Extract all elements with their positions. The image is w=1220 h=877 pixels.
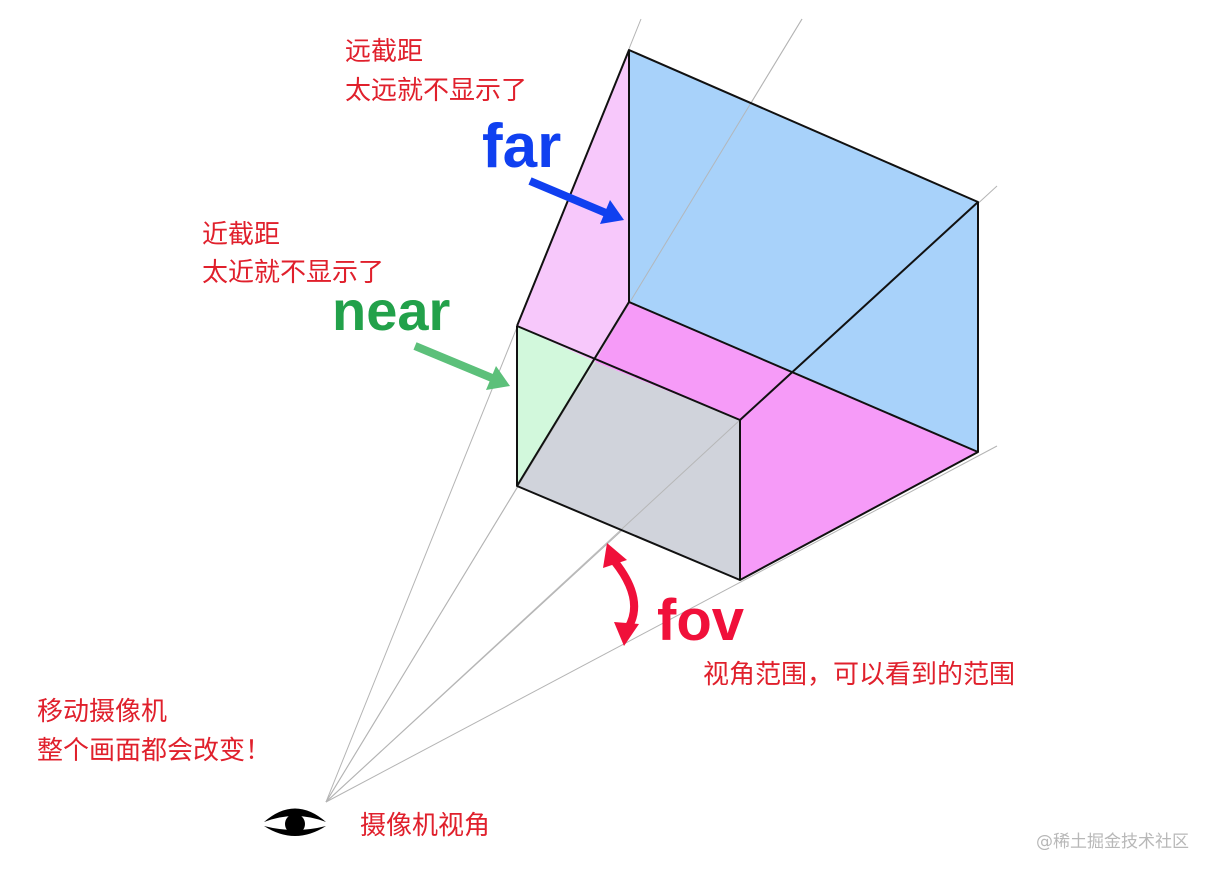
near-left-face	[517, 326, 595, 486]
left-face	[517, 50, 629, 362]
far-note-line2: 太远就不显示了	[345, 76, 528, 106]
eye-icon	[264, 808, 326, 836]
watermark: @稀土掘金技术社区	[1036, 832, 1189, 852]
far-label: far	[482, 112, 562, 181]
near-plane	[517, 362, 740, 580]
near-note-line2: 太近就不显示了	[202, 258, 385, 288]
fov-note: 视角范围，可以看到的范围	[703, 660, 1016, 690]
near-label: near	[332, 279, 451, 342]
fov-label: fov	[657, 588, 744, 653]
far-plane	[629, 50, 978, 452]
frustum-edges	[516, 49, 979, 581]
camera-note-line1: 移动摄像机	[37, 697, 168, 727]
far-note-line1: 远截距	[345, 37, 424, 67]
far-arrow-icon	[528, 177, 624, 224]
near-note-line1: 近截距	[202, 220, 281, 250]
camera-label: 摄像机视角	[360, 811, 491, 841]
bottom-face	[595, 302, 978, 580]
camera-note-line2: 整个画面都会改变！	[37, 736, 272, 766]
near-arrow-icon	[413, 342, 510, 390]
fov-arrow-icon	[603, 543, 639, 646]
